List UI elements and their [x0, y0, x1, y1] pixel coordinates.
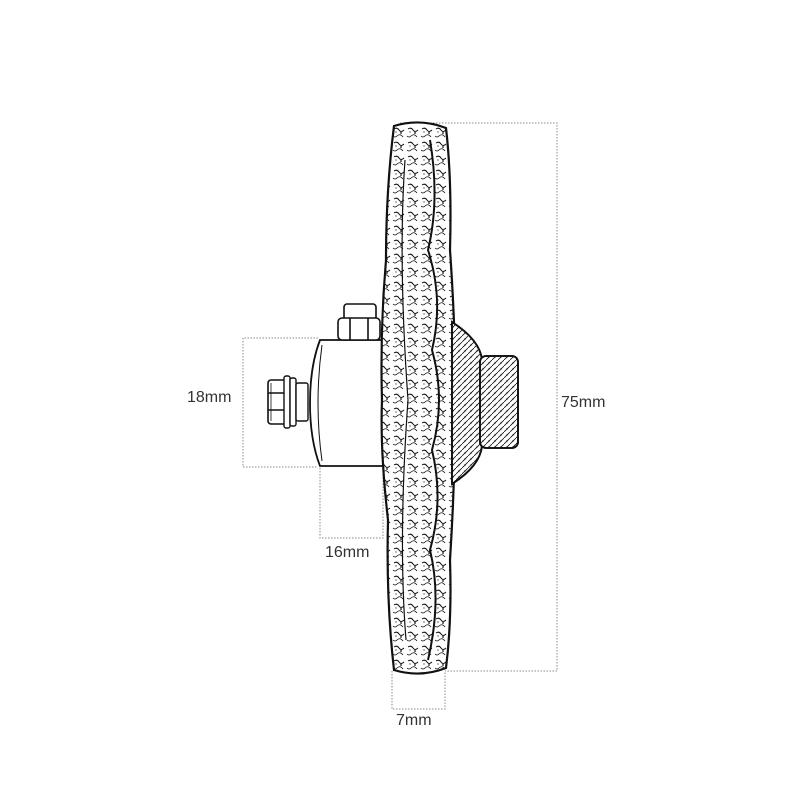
wheel-width-guide — [391, 671, 446, 710]
wheel-width-label: 7mm — [396, 712, 432, 729]
shank-height-label: 18mm — [187, 389, 232, 406]
set-screw — [337, 303, 381, 341]
wheel-diameter-guide — [400, 122, 558, 672]
washers — [283, 375, 309, 429]
hub-nut-right — [451, 320, 519, 486]
dimension-lines — [242, 122, 558, 710]
shank-length-label: 16mm — [325, 544, 370, 561]
shank-cylinder — [309, 339, 385, 467]
wheel-diameter-label: 75mm — [561, 394, 606, 411]
wheel-disc — [380, 121, 458, 675]
shank-length-guide — [319, 468, 384, 539]
shank-height-guide — [242, 337, 318, 468]
